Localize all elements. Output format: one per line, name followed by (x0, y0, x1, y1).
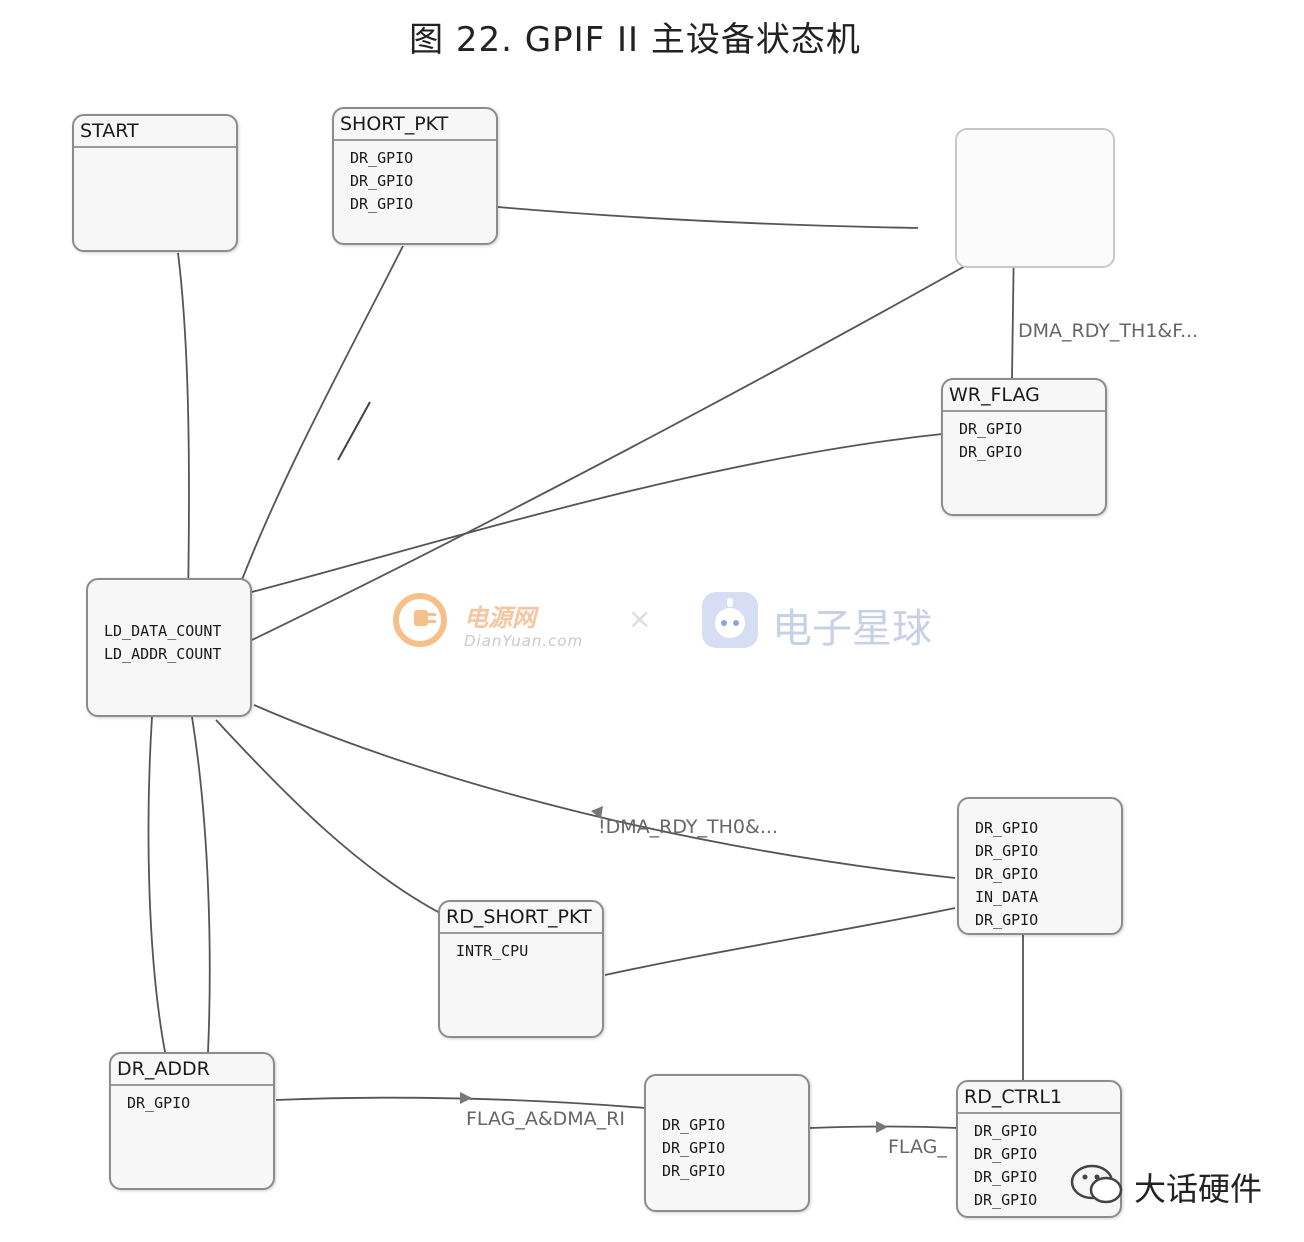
state-start[interactable]: START (72, 114, 238, 252)
state-mid-right[interactable]: DR_GPIO DR_GPIO DR_GPIO IN_DATA DR_GPIO (957, 797, 1123, 935)
dianyuan-cn: 电源网 (464, 604, 536, 632)
state-action: LD_DATA_COUNT (104, 622, 222, 640)
diagram-title: 图 22. GPIF II 主设备状态机 (409, 20, 861, 60)
state-dr-addr-title: DR_ADDR (111, 1054, 273, 1086)
state-short-pkt-title: SHORT_PKT (334, 109, 496, 141)
state-rd-ctrl1[interactable]: RD_CTRL1 DR_GPIO DR_GPIO DR_GPIO DR_GPIO (956, 1080, 1122, 1218)
state-action: DR_GPIO (975, 865, 1039, 883)
edge-label-addr-to-mid: FLAG_A&DMA_RI (466, 1108, 625, 1130)
state-action: DR_GPIO (662, 1116, 726, 1134)
plug-logo-icon (393, 593, 447, 647)
state-action: LD_ADDR_COUNT (104, 645, 222, 663)
arrowhead (460, 1092, 472, 1104)
state-action: DR_GPIO (975, 819, 1039, 837)
edge-wr-ld (251, 433, 943, 593)
edge-ld-addr-1 (147, 716, 166, 1053)
edge-short-ld (237, 245, 404, 591)
state-rd-ctrl1-title: RD_CTRL1 (958, 1082, 1120, 1114)
state-rd-short-pkt[interactable]: RD_SHORT_PKT INTR_CPU (438, 900, 604, 1038)
state-action: DR_GPIO (350, 172, 414, 190)
state-top-right[interactable] (955, 128, 1115, 268)
edge-ld-mid (253, 704, 956, 879)
state-action: DR_GPIO (662, 1139, 726, 1157)
arrowhead (876, 1121, 888, 1133)
state-action: DR_GPIO (350, 149, 414, 167)
state-action: DR_GPIO (959, 420, 1023, 438)
wechat-text: 大话硬件 (1134, 1170, 1263, 1208)
state-action: DR_GPIO (974, 1122, 1038, 1140)
state-action: DR_GPIO (127, 1094, 191, 1112)
edge-label-wr-to-top: DMA_RDY_TH1&F... (1018, 320, 1199, 342)
edge-ld-top (251, 234, 1021, 641)
edge-label-mid-to-ld: !DMA_RDY_TH0&... (598, 816, 778, 838)
state-ld-count[interactable]: LD_DATA_COUNT LD_ADDR_COUNT (86, 578, 252, 717)
arrowhead (591, 806, 603, 819)
state-action: DR_GPIO (662, 1162, 726, 1180)
state-start-title: START (74, 116, 236, 148)
state-rd-short-pkt-title: RD_SHORT_PKT (440, 902, 602, 934)
state-action: DR_GPIO (975, 911, 1039, 929)
edge-label-mid-to-ctrl: FLAG_ (888, 1136, 947, 1158)
stray-mark (337, 401, 371, 461)
edge-ld-rdshort (215, 719, 441, 914)
state-action: DR_GPIO (975, 842, 1039, 860)
watermark-separator: × (628, 602, 652, 635)
state-action: IN_DATA (975, 888, 1039, 906)
state-action: DR_GPIO (974, 1191, 1038, 1209)
edge-rdshort-mid (604, 907, 956, 976)
edge-ld-addr-2 (191, 716, 211, 1053)
state-action: DR_GPIO (974, 1145, 1038, 1163)
state-action: DR_GPIO (959, 443, 1023, 461)
dianyuan-en: DianYuan.com (464, 632, 584, 650)
state-wr-flag-title: WR_FLAG (943, 380, 1105, 412)
state-short-pkt[interactable]: SHORT_PKT DR_GPIO DR_GPIO DR_GPIO (332, 107, 498, 245)
robot-logo-icon (702, 592, 758, 648)
state-action: DR_GPIO (350, 195, 414, 213)
wechat-icon (1070, 1164, 1123, 1204)
state-bottom-mid[interactable]: DR_GPIO DR_GPIO DR_GPIO (644, 1074, 810, 1212)
edge-short-top (497, 206, 919, 229)
state-dr-addr[interactable]: DR_ADDR DR_GPIO (109, 1052, 275, 1190)
state-wr-flag[interactable]: WR_FLAG DR_GPIO DR_GPIO (941, 378, 1107, 516)
state-action: INTR_CPU (456, 942, 529, 960)
state-action: DR_GPIO (974, 1168, 1038, 1186)
edge-start-ld (177, 252, 190, 601)
dianzi-text: 电子星球 (772, 606, 932, 652)
